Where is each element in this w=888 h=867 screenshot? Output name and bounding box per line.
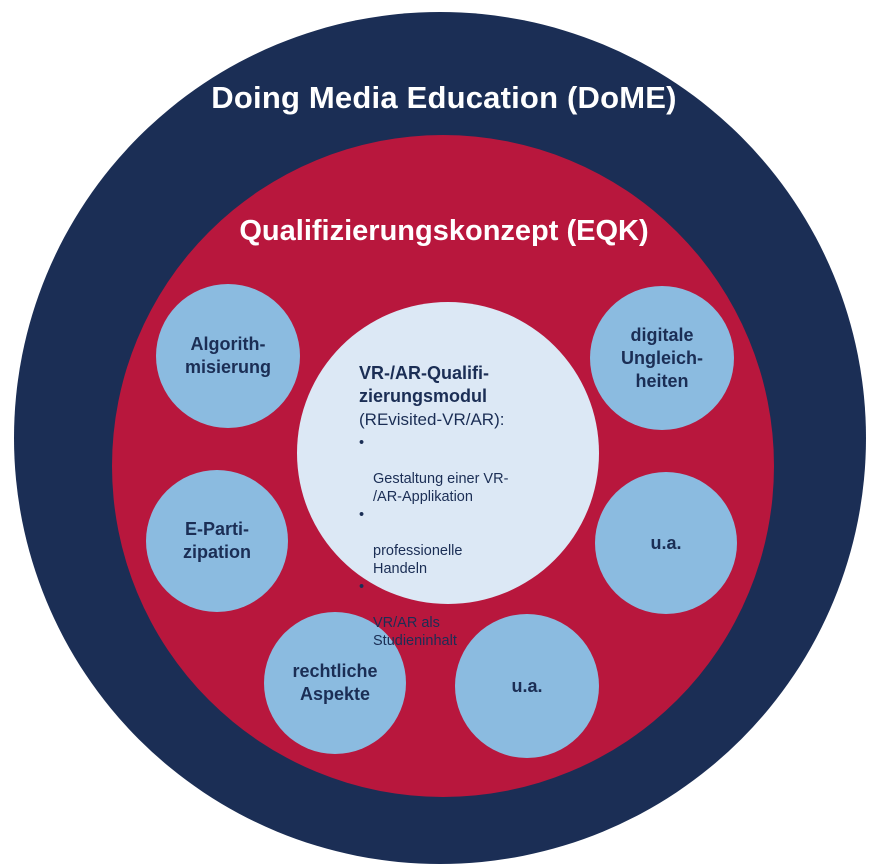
topic-circle-e-partizipation: E-Parti- zipation <box>146 470 288 612</box>
list-item-text: professionelle Handeln <box>373 543 463 577</box>
center-content: VR-/AR-Qualifi- zierungsmodul (REvisited… <box>359 362 559 650</box>
list-item-text: VR/AR als Studieninhalt <box>373 615 457 649</box>
topic-label: E-Parti- zipation <box>183 519 251 562</box>
bullet-icon: • <box>359 507 365 523</box>
center-subtitle: (REvisited-VR/AR): <box>359 410 505 429</box>
bullet-icon: • <box>359 579 365 595</box>
topic-circle-rechtliche-aspekte: rechtliche Aspekte <box>264 612 406 754</box>
middle-title: Qualifizierungskonzept (EQK) <box>239 215 649 247</box>
list-item: • VR/AR als Studieninhalt <box>359 578 559 650</box>
topic-label: Algorith- misierung <box>184 334 272 377</box>
topic-label: u.a. <box>511 675 543 696</box>
center-circle-vr-ar-module: VR-/AR-Qualifi- zierungsmodul (REvisited… <box>297 302 599 649</box>
topic-label: digitale Ungleich- heiten <box>620 324 703 391</box>
center-title: VR-/AR-Qualifi- zierungsmodul <box>359 363 489 406</box>
list-item: • Gestaltung einer VR- /AR-Applikation <box>359 434 559 506</box>
list-item: • professionelle Handeln <box>359 506 559 578</box>
topic-label: rechtliche Aspekte <box>292 661 378 704</box>
topic-label: u.a. <box>650 532 682 553</box>
topic-circle-ua-bottom: u.a. <box>455 614 599 758</box>
list-item-text: Gestaltung einer VR- /AR-Applikation <box>373 471 509 505</box>
topic-circle-algorithmisierung: Algorith- misierung <box>156 284 300 428</box>
center-bullet-list: • Gestaltung einer VR- /AR-Applikation •… <box>359 434 559 650</box>
topic-circle-ua-right: u.a. <box>595 472 737 614</box>
outer-title: Doing Media Education (DoME) <box>211 80 677 115</box>
topic-circle-digitale-ungleichheiten: digitale Ungleich- heiten <box>590 286 734 430</box>
bullet-icon: • <box>359 435 365 451</box>
